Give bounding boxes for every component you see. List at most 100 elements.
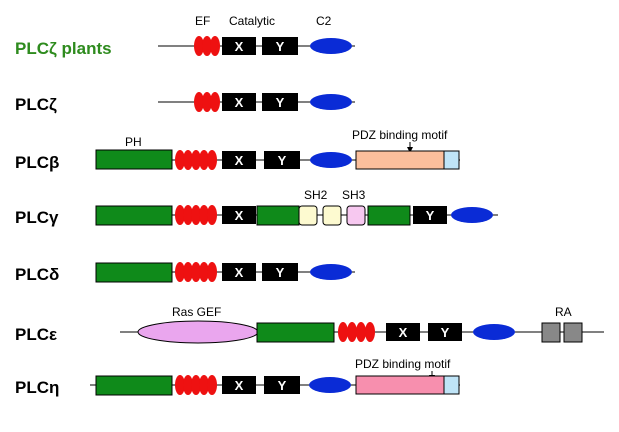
ras-gef-domain <box>137 320 259 344</box>
ef-hand-domains <box>175 150 217 170</box>
row-label-epsilon: PLCε <box>15 325 57 344</box>
row-label-zeta-plants: PLCζ plants <box>15 39 112 58</box>
x-domain-label: X <box>235 208 244 223</box>
ef-hand <box>338 322 348 342</box>
ph-domain <box>256 322 335 343</box>
pdz-binding-region-eta <box>355 375 445 395</box>
ef-hand <box>175 375 185 395</box>
y-domain-label: Y <box>441 325 450 340</box>
ef-hand <box>191 205 201 225</box>
y-domain-label: Y <box>278 153 287 168</box>
ef-hand <box>183 150 193 170</box>
ph-domain <box>95 262 173 283</box>
ef-hand <box>194 36 204 56</box>
ef-hand-domains <box>194 92 220 112</box>
ef-hand <box>210 92 220 112</box>
row-label-beta: PLCβ <box>15 153 59 172</box>
y-domain <box>428 323 462 341</box>
x-domain-label: X <box>235 265 244 280</box>
y-domain <box>264 151 300 169</box>
ef-hand <box>194 92 204 112</box>
c2-domain <box>310 94 352 110</box>
sh2-domain <box>298 205 318 226</box>
x-domain-label: X <box>235 153 244 168</box>
x-domain <box>222 151 256 169</box>
ef-hand <box>199 262 209 282</box>
ef-hand <box>207 262 217 282</box>
ef-hand <box>175 205 185 225</box>
c-terminal-tail-eta <box>443 375 460 395</box>
ef-hand <box>202 36 212 56</box>
y-domain-label: Y <box>276 265 285 280</box>
header-ef: EF <box>195 14 210 28</box>
ef-hand <box>202 92 212 112</box>
row-plc-zeta: PLCζ X Y <box>15 92 355 114</box>
row-plc-eta: PLCη PDZ binding motif X Y <box>15 357 460 397</box>
x-domain-label: X <box>235 95 244 110</box>
ra-domain <box>541 322 561 343</box>
y-domain-label: Y <box>278 378 287 393</box>
x-domain <box>222 376 256 394</box>
c2-domain <box>473 324 515 340</box>
y-domain <box>262 263 298 281</box>
x-domain <box>222 206 256 224</box>
ef-hand <box>191 150 201 170</box>
c2-domain <box>310 38 352 54</box>
header-catalytic: Catalytic <box>229 14 275 28</box>
row-plc-gamma: PLCγ SH2 SH3 X Y <box>15 188 498 227</box>
sh3-domain <box>346 205 366 226</box>
x-domain-label: X <box>235 39 244 54</box>
pdz-label-beta: PDZ binding motif <box>352 128 448 142</box>
split-ph-domain <box>256 205 300 226</box>
x-domain-label: X <box>399 325 408 340</box>
c2-domain <box>309 377 351 393</box>
ef-hand <box>191 375 201 395</box>
sh2-domain <box>322 205 342 226</box>
ef-hand <box>365 322 375 342</box>
ra-domain <box>563 322 583 343</box>
ef-hand <box>183 205 193 225</box>
ph-domain <box>95 375 173 396</box>
c2-domain <box>310 152 352 168</box>
c-terminal-tail-beta <box>443 150 460 170</box>
ef-hand <box>175 150 185 170</box>
y-domain <box>262 37 298 55</box>
x-domain <box>222 37 256 55</box>
ef-hand <box>199 375 209 395</box>
ef-hand <box>207 205 217 225</box>
sh2-label: SH2 <box>304 188 328 202</box>
row-plc-epsilon: PLCε Ras GEF RA X Y <box>15 305 604 344</box>
ef-hand <box>347 322 357 342</box>
ef-hand-domains <box>175 262 217 282</box>
ra-label: RA <box>555 305 572 319</box>
pdz-label-eta: PDZ binding motif <box>355 357 451 371</box>
row-label-zeta: PLCζ <box>15 95 57 114</box>
row-plc-beta: PLCβ PH PDZ binding motif X Y <box>15 128 460 172</box>
ef-hand <box>175 262 185 282</box>
ef-hand <box>199 205 209 225</box>
ef-hand-domains <box>175 375 217 395</box>
y-domain <box>264 376 300 394</box>
row-label-eta: PLCη <box>15 378 59 397</box>
pdz-binding-region-beta <box>355 150 445 170</box>
y-domain-label: Y <box>276 39 285 54</box>
x-domain <box>222 93 256 111</box>
ef-hand <box>207 150 217 170</box>
ph-label: PH <box>125 135 142 149</box>
x-domain <box>386 323 420 341</box>
ef-hand <box>199 150 209 170</box>
ef-hand <box>356 322 366 342</box>
ras-gef-label: Ras GEF <box>172 305 221 319</box>
ef-hand <box>191 262 201 282</box>
y-domain-label: Y <box>426 208 435 223</box>
ef-hand <box>183 375 193 395</box>
ef-hand <box>207 375 217 395</box>
ph-domain <box>95 149 173 170</box>
c2-domain <box>310 264 352 280</box>
header-c2: C2 <box>316 14 332 28</box>
ef-hand <box>210 36 220 56</box>
sh3-label: SH3 <box>342 188 366 202</box>
ef-hand <box>183 262 193 282</box>
split-ph-domain <box>367 205 411 226</box>
